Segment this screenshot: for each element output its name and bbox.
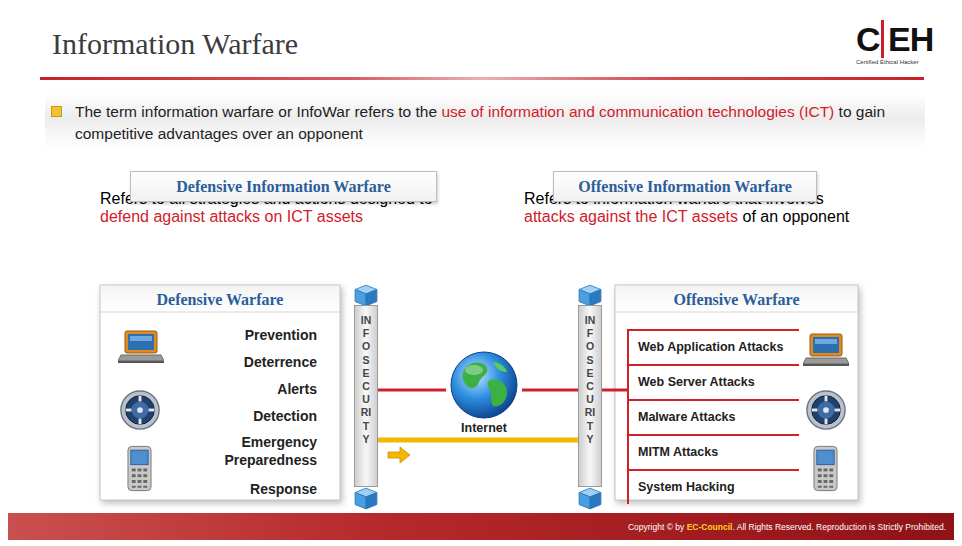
- copyright-text: . All Rights Reserved. Reproduction is S…: [732, 522, 946, 532]
- attack-list: Web Application AttacksWeb Server Attack…: [627, 329, 799, 504]
- info-node: Defensive Information WarfareRefers to a…: [100, 190, 468, 270]
- defense-item: Emergency Preparedness: [197, 433, 317, 469]
- globe-node: Internet: [446, 350, 522, 442]
- footer-text: Copyright © by EC-Council. All Rights Re…: [628, 522, 946, 532]
- attack-item: Web Application Attacks: [629, 329, 799, 364]
- pillar-label: INFO SECURITY: [361, 314, 372, 446]
- connector: [522, 389, 578, 392]
- logo-tagline: Certified Ethical Hacker: [856, 59, 919, 65]
- band-node: The term information warfare or InfoWar …: [45, 93, 925, 150]
- globe-label: Internet: [446, 421, 522, 435]
- bullet-text: The term information warfare or InfoWar …: [45, 93, 925, 153]
- box-heading: Defensive Information Warfare: [130, 171, 437, 202]
- slide-title: Information Warfare: [52, 27, 298, 61]
- box-body-part: of an opponent: [742, 208, 849, 225]
- attack-item: MITM Attacks: [629, 434, 799, 469]
- copyright-text: Copyright © by: [628, 522, 684, 532]
- box-body-part: attacks against the ICT assets: [524, 208, 738, 225]
- info-node: Offensive Information WarfareRefers to i…: [524, 190, 858, 270]
- attack-item: System Hacking: [629, 469, 799, 504]
- attack-item: Web Server Attacks: [629, 364, 799, 399]
- pillar-node: INFO SECURITY: [578, 305, 602, 487]
- pillar-label: INFO SECURITY: [585, 314, 596, 446]
- bullet-text-part: The term information warfare or InfoWar …: [75, 103, 437, 120]
- attack-item: Malware Attacks: [629, 399, 799, 434]
- connector: [378, 389, 446, 392]
- globe-icon: [449, 350, 519, 420]
- defense-item: Detection: [197, 407, 317, 425]
- copyright-owner: EC-Council: [687, 522, 733, 532]
- logo: CEHCertified Ethical Hacker: [854, 20, 930, 70]
- connector: [602, 389, 615, 392]
- connector: [378, 438, 578, 443]
- logo-letter: C: [856, 20, 881, 58]
- panel-heading: Defensive Warfare: [100, 291, 340, 309]
- off-node: Offensive WarfareWeb Application Attacks…: [615, 285, 858, 500]
- box-body-part: defend against attacks on ICT assets: [100, 208, 363, 225]
- box-heading: Offensive Information Warfare: [553, 171, 817, 202]
- defense-item: Alerts: [197, 380, 317, 398]
- logo-letters: EH: [881, 20, 933, 58]
- panel-heading: Offensive Warfare: [615, 291, 858, 309]
- pillar-node: INFO SECURITY: [354, 305, 378, 487]
- def-node: Defensive WarfarePreventionDeterrenceAle…: [100, 285, 340, 500]
- defense-item: Response: [197, 480, 317, 498]
- bullet-text-part: use of information and communication tec…: [441, 103, 834, 120]
- defense-item: Prevention: [197, 326, 317, 344]
- defense-item: Deterrence: [197, 353, 317, 371]
